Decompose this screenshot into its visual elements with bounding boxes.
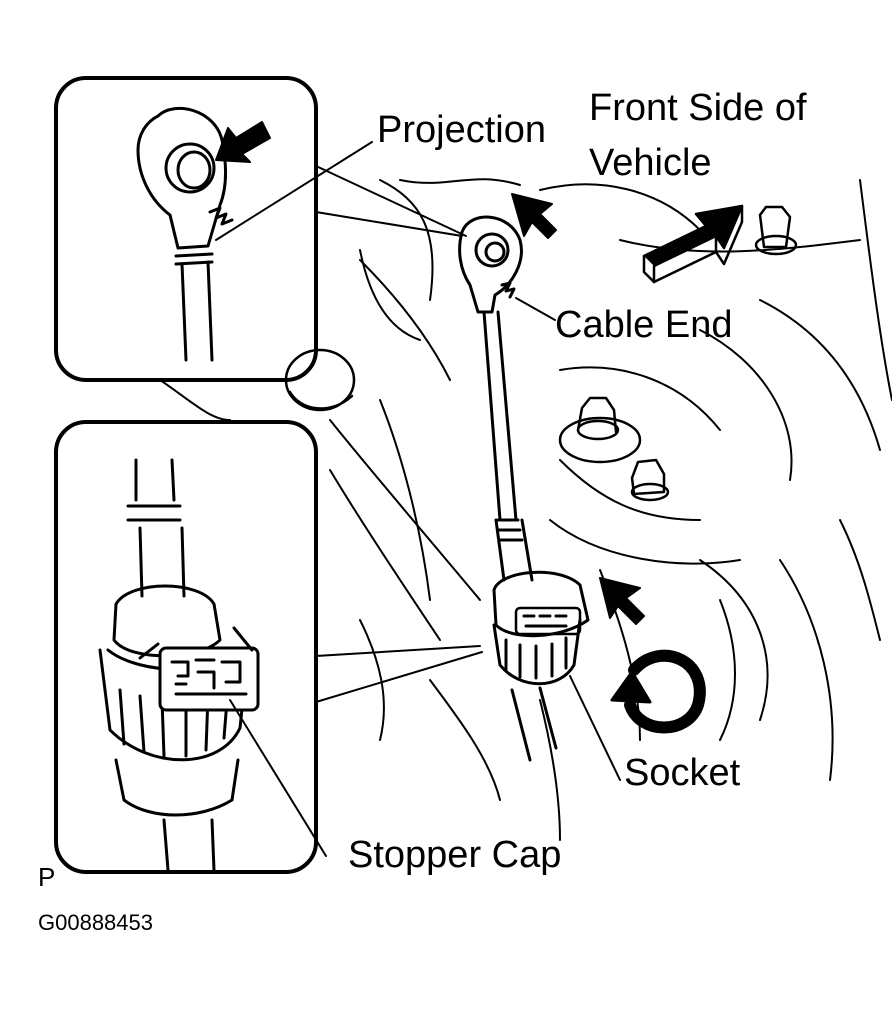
arrow-up-left-icon: [511, 193, 557, 239]
rotate-clockwise-icon: [610, 649, 706, 734]
label-cable-end: Cable End: [555, 304, 733, 346]
front-of-vehicle-arrow-icon: [642, 204, 744, 284]
leader-lines: [215, 141, 621, 857]
inset-projection-detail: [54, 76, 318, 382]
body-clip-studs: [558, 205, 798, 502]
direction-arrows: [511, 193, 744, 734]
inset-stopper-cap-detail: [54, 420, 318, 874]
label-stopper-cap: Stopper Cap: [348, 834, 562, 876]
arrow-pointing-projection-icon: [215, 121, 271, 163]
shift-cable: [458, 215, 590, 762]
figure-code: G00888453: [38, 910, 153, 935]
label-front-side-line1: Front Side of: [589, 87, 807, 129]
label-projection: Projection: [377, 109, 546, 151]
corner-mark: P: [38, 862, 56, 892]
arrow-up-left-icon: [599, 577, 645, 625]
label-socket: Socket: [624, 752, 741, 794]
label-front-side-line2: Vehicle: [589, 142, 712, 184]
